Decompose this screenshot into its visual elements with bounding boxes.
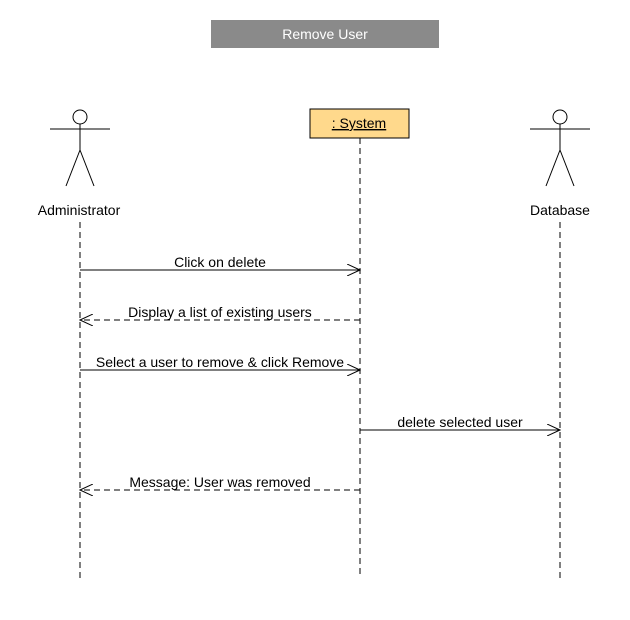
actor-head-icon	[552, 109, 568, 125]
diagram-title: Remove User	[211, 20, 439, 48]
message-label: delete selected user	[397, 414, 523, 430]
system-object-box	[309, 108, 410, 139]
message-label: Message: User was removed	[129, 474, 310, 490]
database-actor	[530, 109, 590, 187]
message-label: Click on delete	[174, 254, 266, 270]
message-label: Display a list of existing users	[128, 304, 312, 320]
database-label: Database	[530, 202, 590, 218]
administrator-label: Administrator	[38, 202, 121, 218]
message-label: Select a user to remove & click Remove	[96, 354, 344, 370]
system-object-label: : System	[332, 115, 386, 131]
administrator-actor	[50, 109, 110, 187]
actor-head-icon	[72, 109, 88, 125]
